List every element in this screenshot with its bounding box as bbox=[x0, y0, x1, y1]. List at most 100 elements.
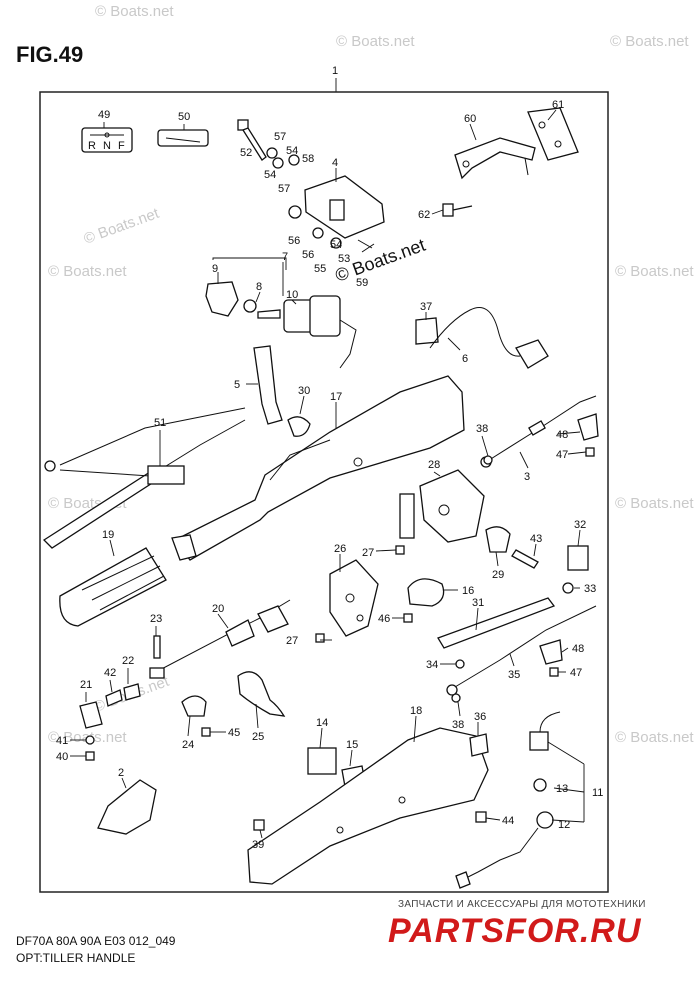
callout-33: 33 bbox=[584, 583, 596, 595]
callout-9: 9 bbox=[212, 263, 218, 275]
grommet-36 bbox=[469, 733, 489, 757]
watermark: © Boats.net bbox=[615, 495, 694, 512]
stop-switch-lanyard bbox=[455, 711, 561, 889]
callout-54: 54 bbox=[286, 145, 298, 157]
watermark: © Boats.net bbox=[82, 205, 162, 248]
screw-46 bbox=[403, 613, 413, 623]
bolt bbox=[442, 203, 473, 217]
callout-7: 7 bbox=[282, 251, 288, 263]
washer-38 bbox=[483, 455, 493, 465]
washer bbox=[272, 157, 284, 169]
callout-13: 13 bbox=[556, 783, 568, 795]
watermark: © Boats.net bbox=[95, 3, 174, 20]
cable-end bbox=[528, 420, 546, 436]
callout-53: 53 bbox=[338, 253, 350, 265]
watermark: © Boats.net bbox=[610, 33, 689, 50]
screw-40 bbox=[85, 751, 95, 761]
callout-60: 60 bbox=[464, 113, 476, 125]
callout-27: 27 bbox=[362, 547, 374, 559]
site-caption: ЗАПЧАСТИ И АКСЕССУАРЫ ДЛЯ МОТОТЕХНИКИ bbox=[398, 899, 646, 910]
lower-bracket bbox=[97, 779, 157, 835]
callout-49: 49 bbox=[98, 109, 110, 121]
washer-34 bbox=[455, 659, 465, 669]
callout-37: 37 bbox=[420, 301, 432, 313]
twist-grip bbox=[59, 547, 167, 627]
cable-clamp-25 bbox=[237, 671, 286, 717]
callout-47: 47 bbox=[570, 667, 582, 679]
callout-assembly: 1 bbox=[332, 65, 338, 77]
cable-bracket bbox=[577, 413, 599, 441]
spring bbox=[105, 689, 123, 707]
throttle-cable bbox=[485, 395, 597, 463]
leader-lines bbox=[70, 109, 587, 839]
callout-46: 46 bbox=[378, 613, 390, 625]
callout-61: 61 bbox=[552, 99, 564, 111]
callout-17: 17 bbox=[330, 391, 342, 403]
watermark: © Boats.net bbox=[615, 729, 694, 746]
decal-strip bbox=[157, 129, 209, 147]
shift-letter-n: N bbox=[103, 140, 111, 152]
callout-57: 57 bbox=[274, 131, 286, 143]
bracket bbox=[454, 137, 536, 180]
rubber-cap bbox=[485, 526, 511, 553]
washer bbox=[288, 154, 300, 166]
callout-21: 21 bbox=[80, 679, 92, 691]
callout-23: 23 bbox=[150, 613, 162, 625]
callout-56: 56 bbox=[302, 249, 314, 261]
washer bbox=[266, 147, 278, 159]
callout-25: 25 bbox=[252, 731, 264, 743]
callout-14: 14 bbox=[316, 717, 328, 729]
throttle-lever bbox=[253, 345, 283, 425]
callout-8: 8 bbox=[256, 281, 262, 293]
callout-4: 4 bbox=[332, 157, 338, 169]
callout-48: 48 bbox=[572, 643, 584, 655]
shift-label-decal: R N F bbox=[81, 127, 133, 153]
grommet bbox=[415, 317, 439, 345]
throttle-knob bbox=[79, 701, 103, 729]
callout-42: 42 bbox=[104, 667, 116, 679]
plate bbox=[527, 107, 579, 161]
callout-20: 20 bbox=[212, 603, 224, 615]
relay bbox=[307, 747, 337, 775]
callout-32: 32 bbox=[574, 519, 586, 531]
friction-housing bbox=[288, 175, 385, 253]
cable-bracket bbox=[539, 639, 563, 665]
callout-52: 52 bbox=[240, 147, 252, 159]
callout-27: 27 bbox=[286, 635, 298, 647]
watermark: © Boats.net bbox=[48, 263, 127, 280]
callout-48: 48 bbox=[556, 429, 568, 441]
bolt-52 bbox=[237, 119, 267, 161]
screw-44 bbox=[475, 811, 487, 823]
callout-30: 30 bbox=[298, 385, 310, 397]
callouts: 49 50 60 61 52 57 54 58 54 57 4 62 56 56… bbox=[56, 99, 603, 851]
callout-24: 24 bbox=[182, 739, 194, 751]
callout-59: 59 bbox=[356, 277, 368, 289]
knob bbox=[407, 578, 445, 607]
friction-bracket bbox=[329, 559, 379, 637]
callout-62: 62 bbox=[418, 209, 430, 221]
callout-3: 3 bbox=[524, 471, 530, 483]
callout-39: 39 bbox=[252, 839, 264, 851]
screw-47 bbox=[549, 667, 559, 677]
callout-44: 44 bbox=[502, 815, 514, 827]
callout-34: 34 bbox=[426, 659, 438, 671]
screw-45 bbox=[201, 727, 211, 737]
washer-38 bbox=[451, 693, 461, 703]
watermark: © Boats.net bbox=[336, 33, 415, 50]
callout-36: 36 bbox=[474, 711, 486, 723]
lower-cover bbox=[247, 727, 489, 885]
callout-43: 43 bbox=[530, 533, 542, 545]
pin-23 bbox=[153, 635, 161, 659]
screw-47 bbox=[585, 447, 595, 457]
callout-16: 16 bbox=[462, 585, 474, 597]
callout-6: 6 bbox=[462, 353, 468, 365]
screw-27 bbox=[395, 545, 405, 555]
callout-10: 10 bbox=[286, 289, 298, 301]
callout-57: 57 bbox=[278, 183, 290, 195]
callout-54: 54 bbox=[264, 169, 276, 181]
callout-51: 51 bbox=[154, 417, 166, 429]
callout-11: 11 bbox=[592, 787, 603, 799]
callout-26: 26 bbox=[334, 543, 346, 555]
callout-45: 45 bbox=[228, 727, 240, 739]
